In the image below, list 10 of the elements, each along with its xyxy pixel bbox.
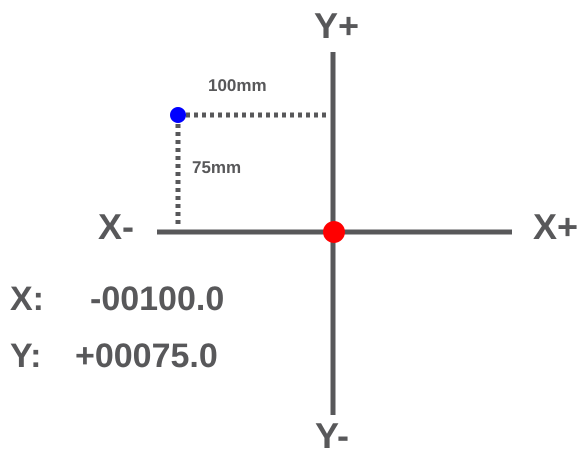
dimension-label: 100mm (208, 77, 267, 94)
axis-label: X+ (533, 209, 578, 245)
axis-label: X- (98, 209, 134, 245)
axis-label: Y+ (314, 8, 360, 44)
coordinate-label: Y: (10, 339, 42, 373)
dimension-label: 75mm (192, 159, 242, 176)
axis-label: Y- (315, 418, 350, 454)
coordinate-label: X: (10, 282, 44, 316)
coordinate-value: -00100.0 (90, 282, 224, 316)
coordinate-value: +00075.0 (75, 339, 218, 373)
